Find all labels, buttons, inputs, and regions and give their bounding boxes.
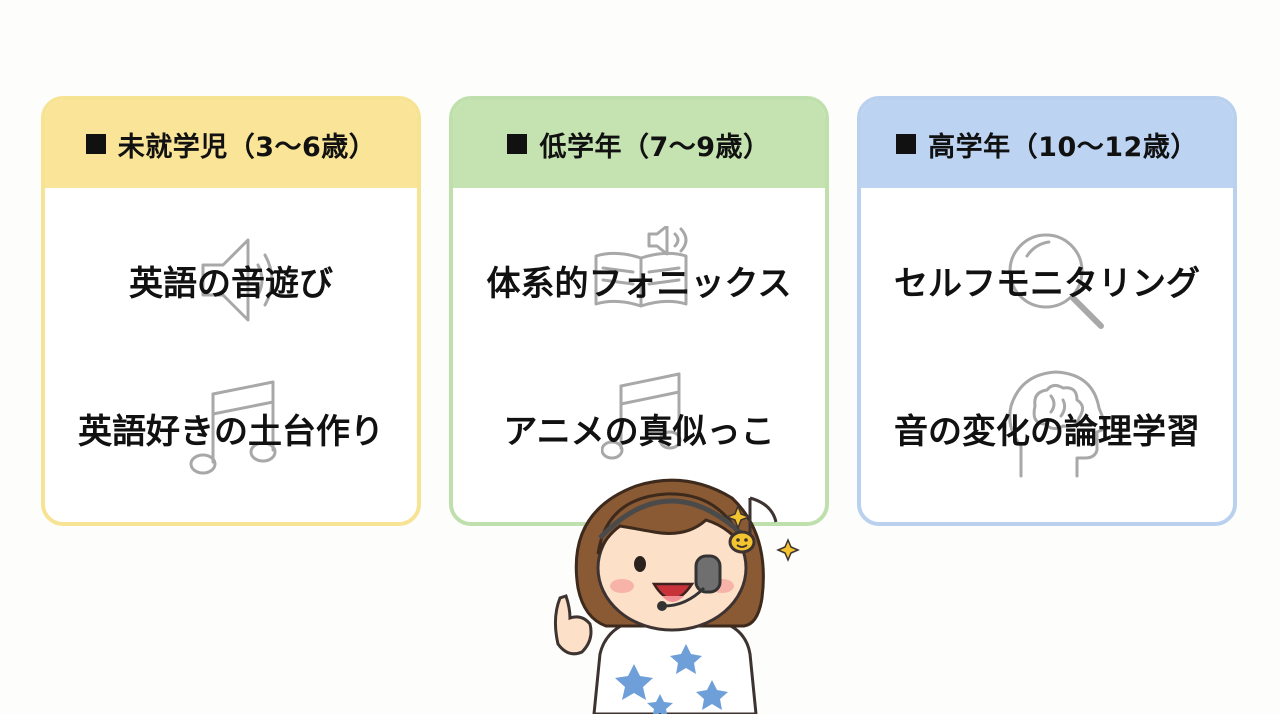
speaker-icon (201, 238, 274, 322)
magnifier-icon (1008, 233, 1104, 329)
book-speaker-icon (594, 226, 688, 308)
square-bullet-icon (896, 134, 917, 154)
item-foundation: 英語好きの土台作り (78, 412, 384, 452)
card-body: セルフモニタリング 音の変化の論理学習 (861, 188, 1233, 522)
card-header: 低学年（7〜9歳） (453, 100, 825, 188)
card-body: 英語の音遊び 英語好きの土台作り (45, 188, 417, 522)
brain-head-icon (1008, 370, 1109, 478)
square-bullet-icon (85, 134, 106, 154)
card-header-label: 未就学児（3〜6歳） (117, 131, 377, 163)
card-header: 未就学児（3〜6歳） (45, 100, 417, 188)
card-preschool: 未就学児（3〜6歳） 英語の音遊び 英語好きの土台作り (41, 96, 421, 526)
card-header-label: 低学年（7〜9歳） (539, 131, 771, 163)
card-lower-grades: 低学年（7〜9歳） 体系的フォニックス アニメの真似っこ (449, 96, 829, 526)
music-note-icon (189, 380, 277, 475)
item-anime-imitation: アニメの真似っこ (503, 412, 775, 452)
mascot-girl-illustration (553, 478, 800, 714)
card-body: 体系的フォニックス アニメの真似っこ (453, 188, 825, 522)
item-phonics: 体系的フォニックス (486, 264, 792, 304)
item-sound-play: 英語の音遊び (129, 264, 333, 304)
card-header-label: 高学年（10〜12歳） (928, 131, 1198, 163)
item-sound-change-logic: 音の変化の論理学習 (894, 412, 1200, 452)
item-self-monitoring: セルフモニタリング (894, 264, 1200, 304)
square-bullet-icon (507, 134, 528, 154)
music-note-icon (601, 372, 682, 460)
card-upper-grades: 高学年（10〜12歳） セルフモニタリング 音の変化の論理学習 (857, 96, 1237, 526)
card-header: 高学年（10〜12歳） (861, 100, 1233, 188)
